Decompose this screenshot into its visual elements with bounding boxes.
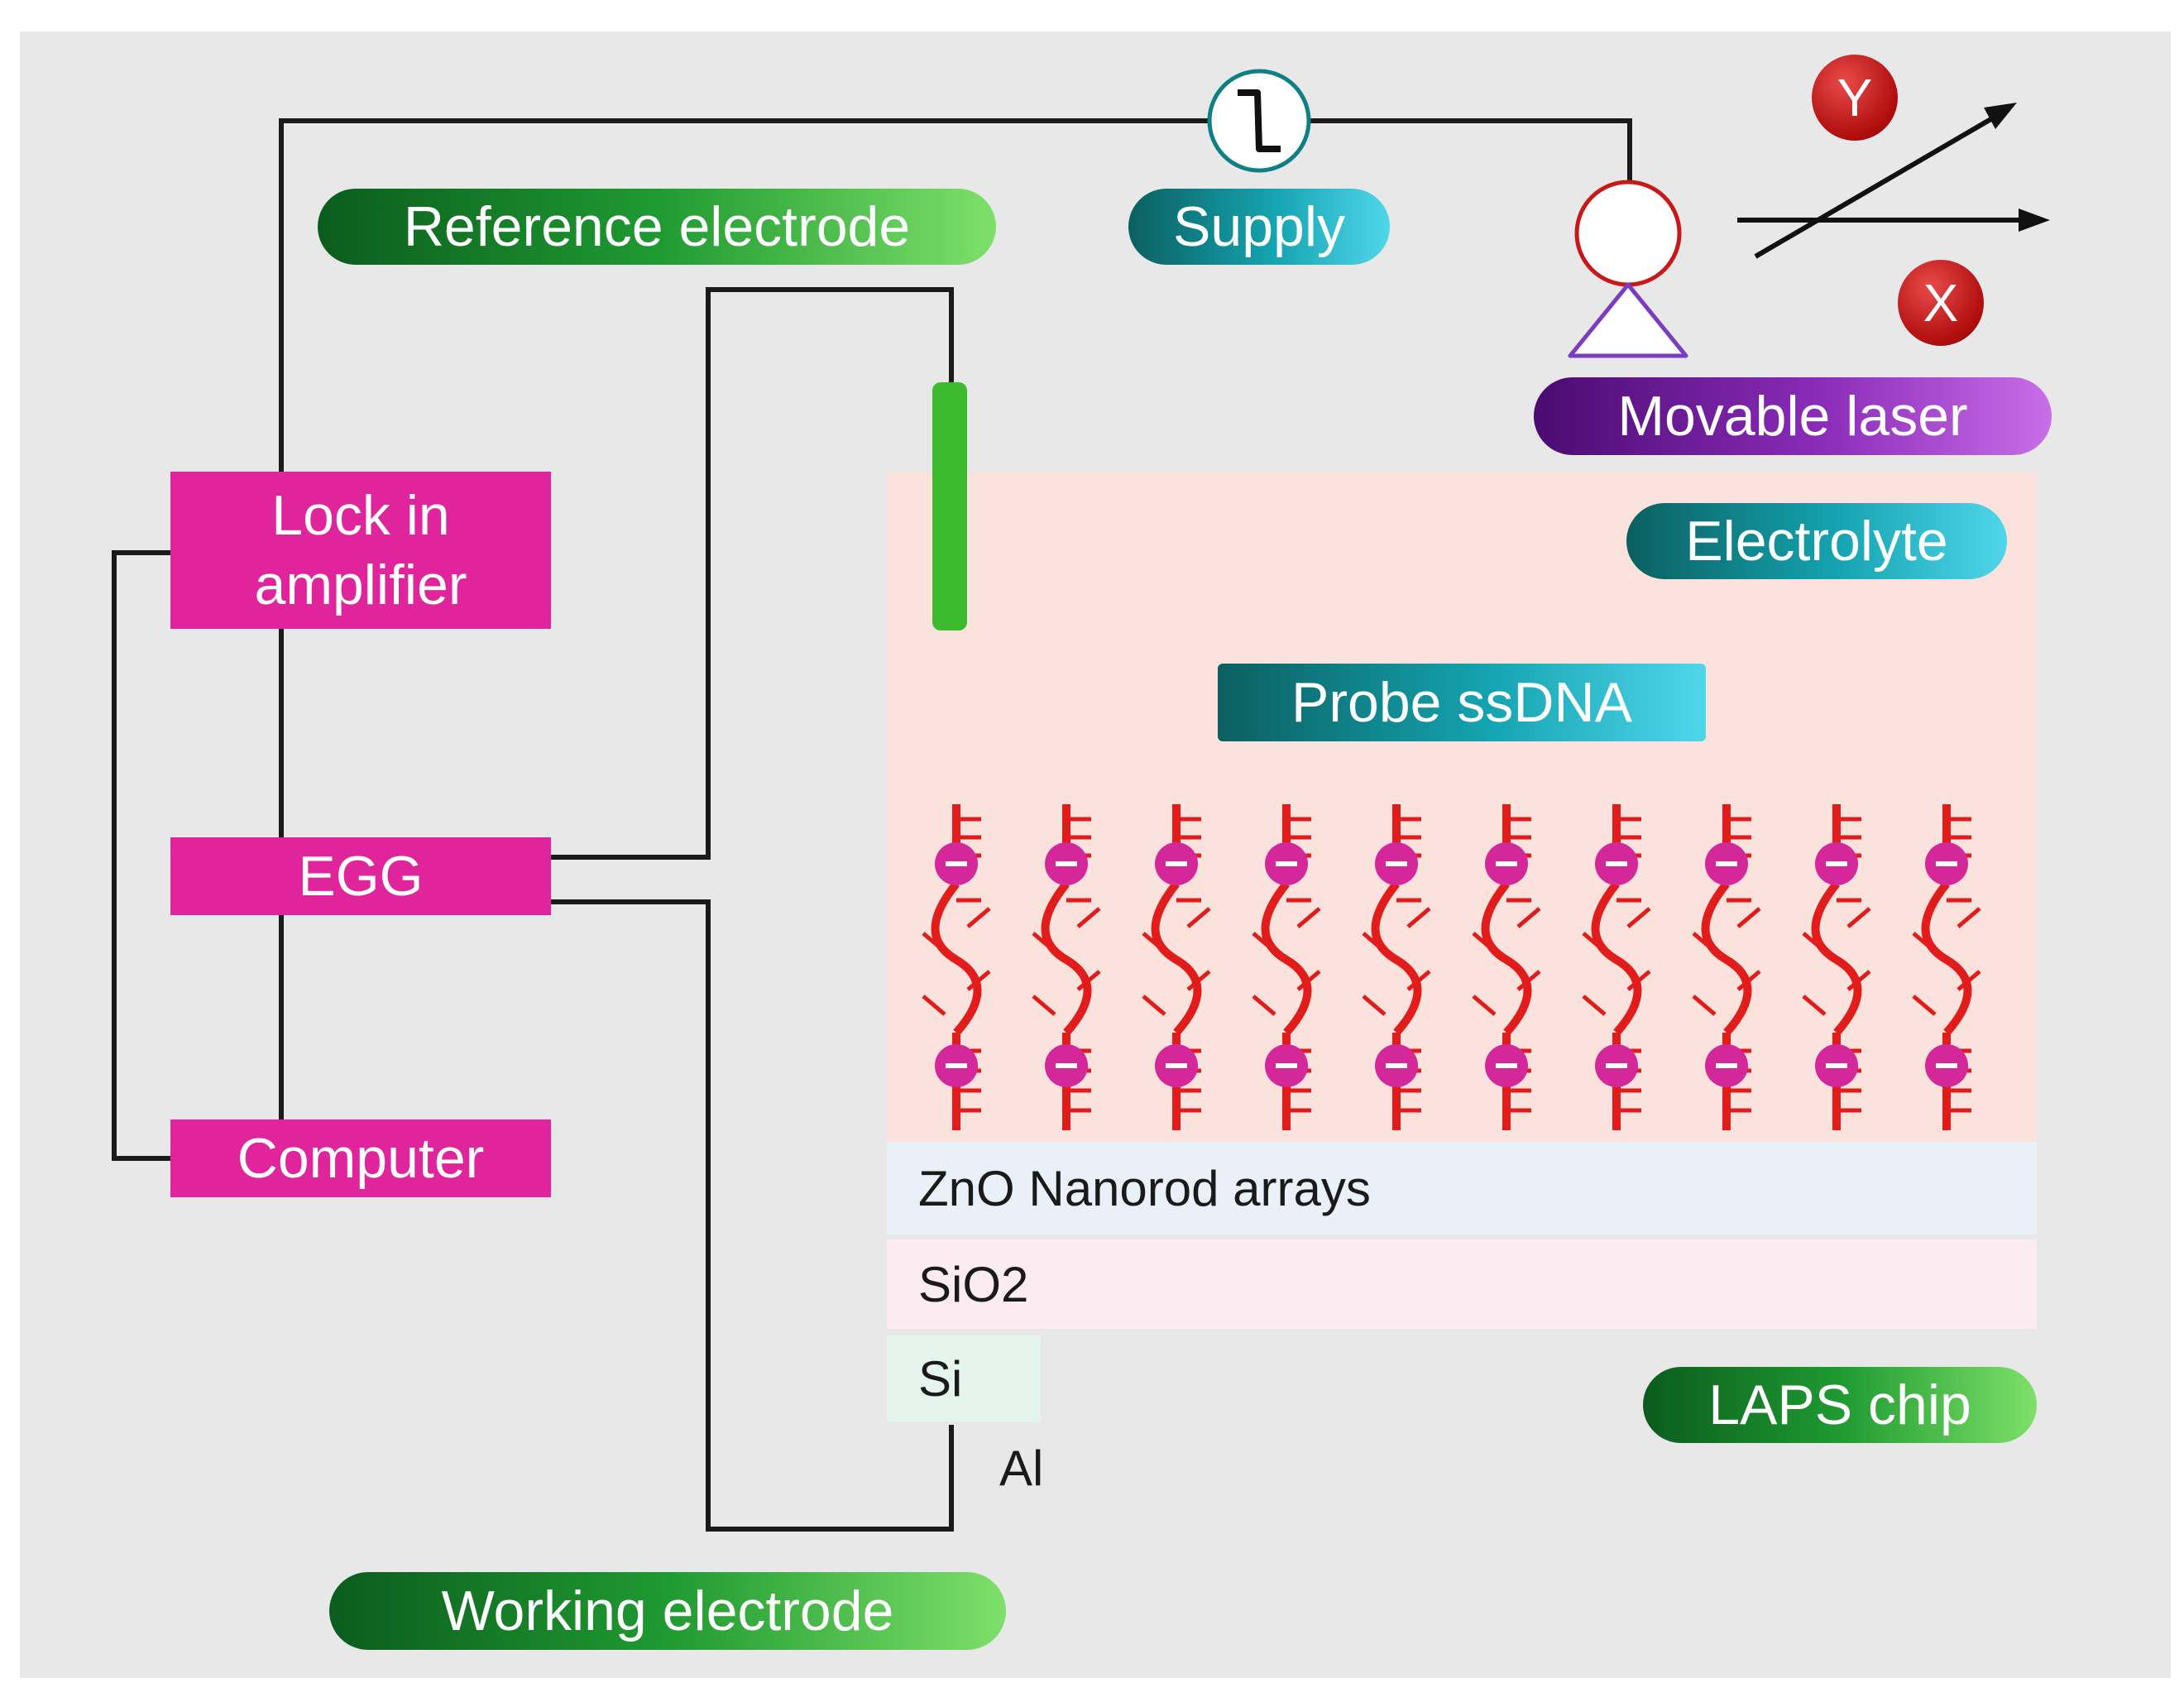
negative-charge-icon — [1155, 842, 1198, 885]
negative-charge-icon — [1815, 1044, 1858, 1087]
ssdna-strand — [1252, 804, 1321, 1130]
ssdna-strand — [1582, 804, 1651, 1130]
ssdna-strand — [1142, 804, 1211, 1130]
negative-charge-icon — [1595, 1044, 1638, 1087]
wire-egg-to-reference — [551, 287, 954, 860]
working-electrode-label: Working electrode — [329, 1572, 1006, 1650]
axis-x-badge: X — [1898, 260, 1984, 346]
probe-ssdna-array — [922, 804, 1981, 1130]
ssdna-strand — [1032, 804, 1101, 1130]
negative-charge-icon — [1705, 1044, 1748, 1087]
axis-y-badge: Y — [1812, 55, 1898, 141]
zno-nanorod-layer: ZnO Nanorod arrays — [887, 1142, 2037, 1235]
ssdna-strand — [1692, 804, 1761, 1130]
wire-top — [279, 118, 1209, 472]
movable-laser-label: Movable laser — [1534, 377, 2052, 455]
ssdna-strand — [1472, 804, 1541, 1130]
al-label: Al — [999, 1441, 1044, 1496]
negative-charge-icon — [1375, 1044, 1418, 1087]
laps-chip-label: LAPS chip — [1643, 1367, 2037, 1443]
electrolyte-region — [887, 472, 2037, 1142]
ssdna-strand — [1802, 804, 1871, 1130]
negative-charge-icon — [1925, 1044, 1968, 1087]
xy-axis-arrows — [1737, 103, 2050, 259]
wire-left-loop — [112, 550, 170, 1161]
negative-charge-icon — [935, 1044, 978, 1087]
negative-charge-icon — [935, 842, 978, 885]
probe-ssdna-label: Probe ssDNA — [1218, 664, 1706, 741]
ac-source-icon — [1207, 69, 1311, 173]
negative-charge-icon — [1375, 842, 1418, 885]
reference-electrode-rod — [932, 382, 967, 630]
lock-in-amplifier-box: Lock in amplifier — [170, 472, 551, 629]
lock-in-line-1: Lock in — [271, 484, 450, 547]
wire-supply-to-laser — [1309, 118, 1632, 184]
negative-charge-icon — [1265, 1044, 1308, 1087]
supply-label: Supply — [1128, 189, 1390, 265]
reference-electrode-label: Reference electrode — [318, 189, 996, 265]
sio2-layer: SiO2 — [887, 1239, 2037, 1329]
wire-egg-to-working — [551, 899, 954, 1532]
electrolyte-label: Electrolyte — [1626, 503, 2007, 579]
negative-charge-icon — [1595, 842, 1638, 885]
egg-box: EGG — [170, 837, 551, 915]
negative-charge-icon — [1925, 842, 1968, 885]
negative-charge-icon — [1485, 1044, 1528, 1087]
si-layer: Si — [887, 1335, 1041, 1422]
negative-charge-icon — [1485, 842, 1528, 885]
computer-box: Computer — [170, 1119, 551, 1197]
ssdna-strand — [1362, 804, 1431, 1130]
ssdna-strand — [922, 804, 991, 1130]
negative-charge-icon — [1265, 842, 1308, 885]
negative-charge-icon — [1045, 1044, 1088, 1087]
negative-charge-icon — [1705, 842, 1748, 885]
negative-charge-icon — [1815, 842, 1858, 885]
laser-head-icon — [1568, 180, 1688, 358]
negative-charge-icon — [1155, 1044, 1198, 1087]
lock-in-line-2: amplifier — [254, 554, 467, 616]
negative-charge-icon — [1045, 842, 1088, 885]
ssdna-strand — [1912, 804, 1981, 1130]
